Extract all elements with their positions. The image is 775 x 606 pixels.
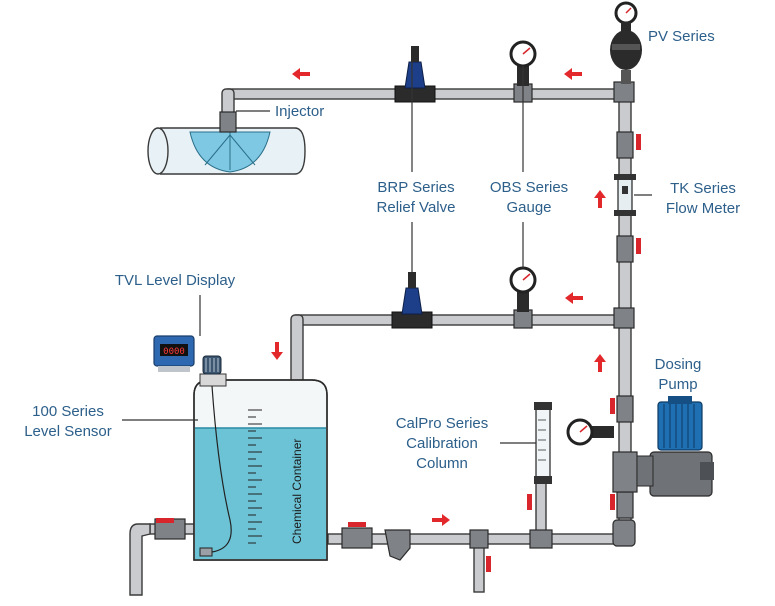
calpro-column xyxy=(534,402,552,484)
gauge-tee-middle xyxy=(513,309,533,329)
label-tk-line1: TK Series xyxy=(670,180,736,197)
flow-arrow-riser-top xyxy=(594,190,606,208)
tank-union-right xyxy=(341,527,373,549)
tvl-level-display: 0000 xyxy=(153,335,195,372)
level-sensor-cable xyxy=(211,385,232,553)
union-4 xyxy=(616,491,634,519)
dosing-pump xyxy=(636,396,714,497)
flow-arrow-suction xyxy=(432,514,450,526)
bottom-elbow-fitting xyxy=(612,519,636,547)
flow-arrow-top-left xyxy=(292,68,310,80)
container-label: Chemical Container xyxy=(290,439,304,544)
label-tvl: TVL Level Display xyxy=(115,272,236,289)
leader-lines xyxy=(122,62,652,444)
label-dosing-line1: Dosing xyxy=(655,356,702,373)
label-injector: Injector xyxy=(275,103,324,120)
label-sensor-line2: Level Sensor xyxy=(24,423,112,440)
label-obs-line1: OBS Series xyxy=(490,179,568,196)
flow-arrow-top-right xyxy=(564,68,582,80)
relief-valve-top xyxy=(394,46,436,103)
tvl-readout: 0000 xyxy=(163,347,185,357)
chemical-container: Chemical Container xyxy=(193,373,328,561)
middle-tee-fitting xyxy=(613,307,635,329)
pipe-fittings xyxy=(154,81,638,549)
flow-arrow-middle xyxy=(565,292,583,304)
y-strainer xyxy=(384,529,411,561)
graduation-marks xyxy=(248,409,262,544)
tank-outlet-elbow xyxy=(129,523,151,596)
level-sensor-probe xyxy=(199,547,213,557)
flow-arrow-riser-bottom xyxy=(594,354,606,372)
label-brp-line1: BRP Series xyxy=(377,179,454,196)
middle-pipe xyxy=(295,314,627,326)
pump-discharge-fitting xyxy=(612,451,638,493)
union-3 xyxy=(616,395,634,423)
obs-gauge-middle xyxy=(509,266,537,312)
ball-valve-handles xyxy=(156,134,641,572)
valve-handle-calibration xyxy=(527,494,532,510)
process-pipe xyxy=(147,111,306,175)
valve-handle-tank-right xyxy=(348,522,366,527)
top-tee-fitting xyxy=(613,81,635,103)
valve-handle-tank-left xyxy=(156,518,174,523)
valve-handle-1 xyxy=(636,134,641,150)
pump-gauge xyxy=(566,418,614,446)
label-calpro-line3: Column xyxy=(416,455,468,472)
valve-handle-drain xyxy=(486,556,491,572)
label-calpro-line2: Calibration xyxy=(406,435,478,452)
label-tk-line2: Flow Meter xyxy=(666,200,740,217)
level-sensor-head xyxy=(202,355,222,375)
pulsation-dampener xyxy=(610,1,642,84)
obs-gauge-top xyxy=(509,40,537,86)
valve-handle-4 xyxy=(610,494,615,510)
label-pv-series: PV Series xyxy=(648,28,715,45)
valve-handle-2 xyxy=(636,238,641,254)
valve-handle-3 xyxy=(610,398,615,414)
label-sensor-line1: 100 Series xyxy=(32,403,104,420)
union-1 xyxy=(616,131,634,159)
label-dosing-line2: Pump xyxy=(658,376,697,393)
label-obs-line2: Gauge xyxy=(506,199,551,216)
tk-flow-meter xyxy=(614,174,636,216)
flow-arrow-return xyxy=(271,342,283,360)
annotation-labels: PV Series Injector BRP Series Relief Val… xyxy=(24,28,740,472)
label-calpro-line1: CalPro Series xyxy=(396,415,489,432)
calibration-tee-fitting xyxy=(529,529,553,549)
injector-body xyxy=(219,111,237,133)
relief-valve-middle xyxy=(391,272,433,329)
bottom-tee-fitting xyxy=(469,529,489,549)
union-2 xyxy=(616,235,634,263)
flow-arrows xyxy=(271,68,606,526)
label-brp-line2: Relief Valve xyxy=(377,199,456,216)
